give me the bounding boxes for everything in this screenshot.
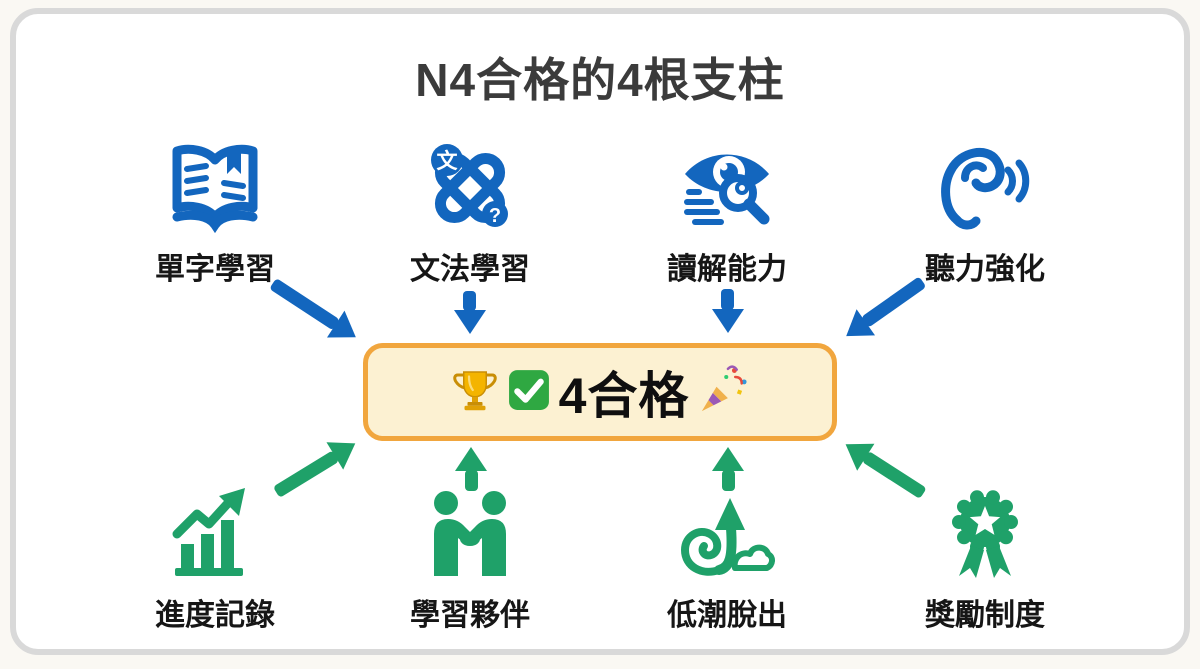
pillar-label: 進度記錄 xyxy=(155,599,275,632)
pillar-label: 低潮脫出 xyxy=(667,599,787,632)
eye-magnifier-icon xyxy=(677,138,777,238)
arrow-slump-to-goal xyxy=(712,447,744,491)
svg-text:文: 文 xyxy=(437,149,459,173)
goal-text: 4合格 xyxy=(558,368,690,424)
pillar-grammar: 文 ? 文法學習 xyxy=(370,138,570,288)
arrow-reading-to-goal xyxy=(712,289,744,333)
bar-chart-up-icon xyxy=(165,484,265,584)
check-mark-icon xyxy=(507,368,551,417)
pillar-label: 單字學習 xyxy=(155,253,275,286)
pillar-label: 文法學習 xyxy=(410,253,530,286)
pillar-reading: 讀解能力 xyxy=(627,138,827,288)
award-ribbon-icon xyxy=(935,484,1035,584)
pillar-label: 學習夥伴 xyxy=(410,599,530,632)
pillar-progress: 進度記錄 xyxy=(115,484,315,634)
pillar-slump-escape: 低潮脫出 xyxy=(627,484,827,634)
pillar-label: 讀解能力 xyxy=(667,253,787,286)
spiral-up-arrow-icon xyxy=(677,484,777,584)
pillar-rewards: 獎勵制度 xyxy=(885,484,1085,634)
pillar-label: 聽力強化 xyxy=(925,253,1045,286)
grammar-links-icon: 文 ? xyxy=(420,138,520,238)
svg-text:?: ? xyxy=(489,205,501,227)
pillar-vocabulary: 單字學習 xyxy=(115,138,315,288)
arrow-grammar-to-goal xyxy=(454,291,486,334)
handshake-partners-icon xyxy=(420,484,520,584)
arrow-partners-to-goal xyxy=(455,447,487,491)
trophy-icon xyxy=(451,366,499,419)
pillar-label: 獎勵制度 xyxy=(925,599,1045,632)
ear-sound-icon xyxy=(935,138,1035,238)
open-book-icon xyxy=(165,138,265,238)
pillar-listening: 聽力強化 xyxy=(885,138,1085,288)
diagram-title: N4合格的4根支柱 xyxy=(415,54,785,106)
goal-box: 4合格 xyxy=(363,343,837,441)
pillar-partners: 學習夥伴 xyxy=(370,484,570,634)
party-popper-icon xyxy=(697,364,749,421)
